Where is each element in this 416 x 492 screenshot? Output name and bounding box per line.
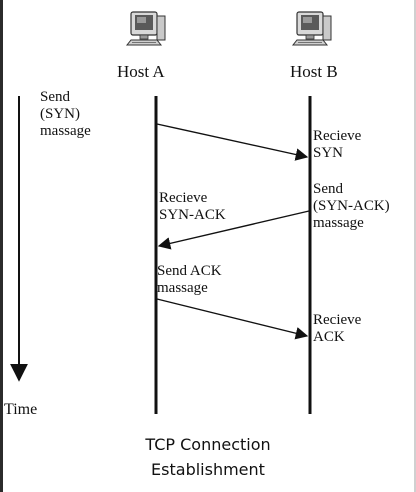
host-a-label: Host A xyxy=(117,62,165,81)
caption-line-2: Establishment xyxy=(151,460,265,479)
ack-receive-label: Recieve ACK xyxy=(313,312,362,345)
ack-send-label: Send ACK massage xyxy=(157,263,222,296)
ack-arrow xyxy=(156,298,309,340)
caption-line-1: TCP Connection xyxy=(145,435,271,454)
diagram-caption: TCP Connection Establishment xyxy=(0,432,416,482)
host-b-label: Host B xyxy=(290,62,338,81)
computer-icon xyxy=(291,11,332,46)
computer-icon xyxy=(125,11,166,46)
syn-arrow xyxy=(156,123,309,161)
left-border xyxy=(0,0,3,492)
syn-ack-arrow xyxy=(157,210,310,250)
right-border xyxy=(414,0,416,492)
syn-send-label: Send (SYN) massage xyxy=(40,89,91,139)
syn-ack-send-label: Send (SYN-ACK) massage xyxy=(313,181,390,231)
syn-ack-receive-label: Recieve SYN-ACK xyxy=(159,190,226,223)
syn-receive-label: Recieve SYN xyxy=(313,128,362,161)
time-axis-label: Time xyxy=(4,401,38,418)
